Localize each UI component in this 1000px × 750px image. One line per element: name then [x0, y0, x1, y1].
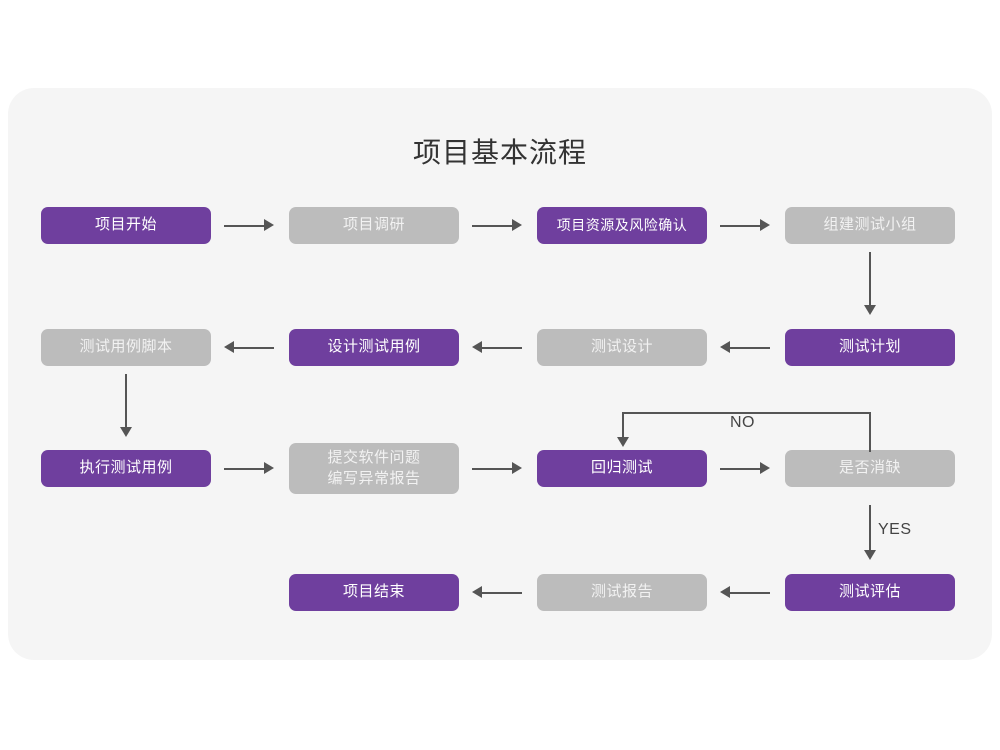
node-form-test-team[interactable]: 组建测试小组	[785, 207, 955, 244]
node-execute-test-cases[interactable]: 执行测试用例	[41, 450, 211, 487]
node-test-case-script[interactable]: 测试用例脚本	[41, 329, 211, 366]
node-design-test-cases[interactable]: 设计测试用例	[289, 329, 459, 366]
node-project-research[interactable]: 项目调研	[289, 207, 459, 244]
node-regression-test[interactable]: 回归测试	[537, 450, 707, 487]
node-test-plan[interactable]: 测试计划	[785, 329, 955, 366]
node-project-end[interactable]: 项目结束	[289, 574, 459, 611]
node-test-report[interactable]: 测试报告	[537, 574, 707, 611]
edge-label-no: NO	[730, 414, 755, 431]
page-title: 项目基本流程	[412, 137, 587, 168]
node-project-start[interactable]: 项目开始	[41, 207, 211, 244]
node-defect-resolved-decision[interactable]: 是否消缺	[785, 450, 955, 487]
node-submit-issue-report[interactable]: 提交软件问题 编写异常报告	[289, 443, 459, 494]
node-resource-risk-confirm[interactable]: 项目资源及风险确认	[537, 207, 707, 244]
node-test-evaluation[interactable]: 测试评估	[785, 574, 955, 611]
edge-label-yes: YES	[878, 521, 912, 538]
node-test-design[interactable]: 测试设计	[537, 329, 707, 366]
diagram-card	[8, 88, 992, 660]
